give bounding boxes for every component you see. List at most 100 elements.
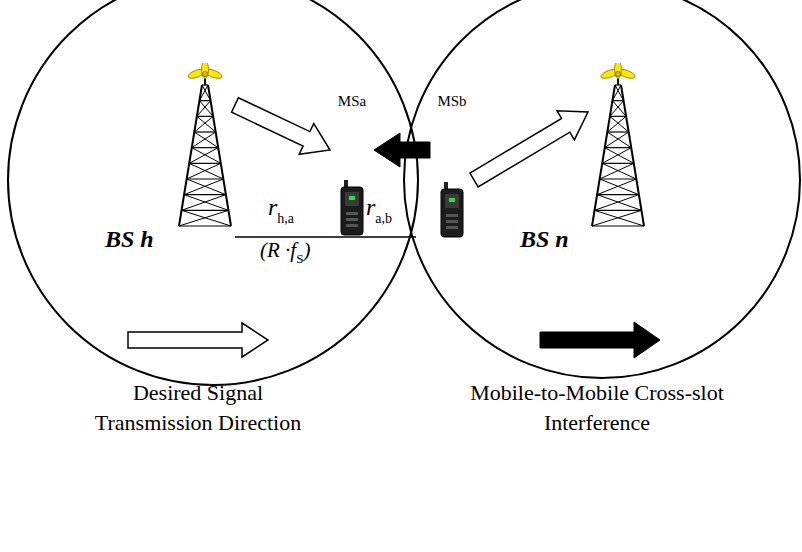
- tower-brace: [592, 210, 641, 226]
- tower-brace: [600, 178, 637, 179]
- tower-brace: [197, 101, 211, 117]
- phone-light: [349, 196, 355, 200]
- distance-subscript: a,b: [375, 211, 392, 226]
- cell-boundary: [8, 0, 418, 385]
- antenna-hub: [203, 72, 208, 77]
- legend-text: Desired Signal Transmission Direction: [78, 378, 318, 438]
- tower-brace: [182, 210, 231, 226]
- tower-brace: [179, 210, 228, 226]
- antenna-blade: [615, 63, 622, 79]
- mobile-station: MSb: [430, 92, 474, 240]
- tower-brace: [187, 178, 224, 179]
- legend-text: Mobile-to-Mobile Cross-slot Interference: [466, 378, 728, 438]
- interference-arrow: [374, 133, 430, 167]
- distance-subscript: h,a: [277, 211, 294, 226]
- tower-brace: [184, 195, 228, 211]
- station-name: BS h: [105, 225, 165, 253]
- tower-brace: [615, 84, 621, 85]
- tower-brace: [595, 195, 639, 211]
- tower-brace: [595, 210, 642, 211]
- tower-brace: [605, 147, 631, 148]
- phone-screen: [445, 194, 459, 208]
- cell-boundary: [404, 0, 800, 378]
- tower-brace: [189, 163, 221, 164]
- tower-brace: [610, 116, 629, 132]
- distance-label: (R ·fS): [260, 238, 310, 263]
- tower-brace: [612, 101, 626, 117]
- tower-brace: [602, 163, 636, 179]
- mobile-name: MSb: [430, 92, 474, 110]
- phone-body: [441, 189, 463, 237]
- tower-brace: [605, 132, 629, 148]
- antenna-blade: [202, 63, 209, 79]
- tower-brace: [600, 179, 639, 195]
- tower-brace: [597, 195, 641, 211]
- tower-brace: [197, 116, 216, 132]
- tower-brace: [192, 132, 216, 148]
- tower-brace: [602, 163, 634, 164]
- legend-hollow-arrow: [128, 323, 268, 357]
- tower-brace: [592, 225, 644, 226]
- tower-brace: [607, 131, 628, 132]
- base-station: BS h: [175, 63, 235, 228]
- phone-light: [449, 198, 455, 202]
- mobile-station-icon: [340, 180, 364, 236]
- tower-brace: [189, 163, 223, 179]
- distance-expression: ): [303, 238, 310, 262]
- tower-brace: [199, 101, 213, 117]
- tower-brace: [612, 100, 623, 101]
- legend-filled-arrow: [540, 322, 660, 358]
- signal-arrow: [470, 111, 588, 187]
- mobile-station-icon: [440, 182, 464, 238]
- phone-keys: [346, 212, 358, 215]
- tower-brace: [184, 179, 223, 195]
- phone-keys: [446, 220, 458, 223]
- tower-brace: [182, 195, 226, 211]
- mobile-name: MSa: [330, 92, 374, 110]
- distance-symbol: r: [366, 194, 375, 220]
- distance-label: ra,b: [366, 194, 392, 221]
- tower-brace: [595, 210, 644, 226]
- tower-brace: [187, 163, 221, 179]
- tower-brace: [607, 116, 626, 132]
- tower-brace: [605, 148, 634, 164]
- phone-body: [341, 187, 363, 235]
- tower-brace: [600, 163, 634, 179]
- distance-label: rh,a: [268, 194, 294, 221]
- phone-keys: [346, 224, 358, 227]
- subscript: S: [296, 251, 303, 266]
- tower-brace: [194, 131, 215, 132]
- tower-brace: [597, 179, 636, 195]
- tower-brace: [192, 148, 221, 164]
- tower-brace: [179, 225, 231, 226]
- phone-screen: [345, 192, 359, 206]
- distance-symbol: r: [268, 194, 277, 220]
- phone-keys: [446, 214, 458, 217]
- phone-keys: [446, 226, 458, 229]
- tower-brace: [189, 148, 218, 164]
- station-name: BS n: [520, 225, 580, 253]
- base-station-tower: [588, 63, 648, 228]
- tower-brace: [199, 85, 208, 101]
- tower-brace: [187, 179, 226, 195]
- tower-brace: [607, 132, 631, 148]
- tower-brace: [202, 84, 208, 85]
- tower-brace: [197, 116, 213, 117]
- tower-brace: [194, 132, 218, 148]
- antenna-hub: [616, 72, 621, 77]
- signal-arrow: [232, 98, 330, 154]
- distance-line: [235, 236, 416, 238]
- tower-brace: [182, 210, 229, 211]
- tower-brace: [199, 100, 210, 101]
- tower-brace: [184, 194, 226, 195]
- tower-brace: [610, 101, 624, 117]
- distance-expression: (R ·f: [260, 238, 296, 262]
- tower-brace: [194, 116, 213, 132]
- base-station: BS n: [588, 63, 648, 228]
- phone-keys: [346, 218, 358, 221]
- tower-brace: [192, 147, 218, 148]
- tower-brace: [612, 85, 621, 101]
